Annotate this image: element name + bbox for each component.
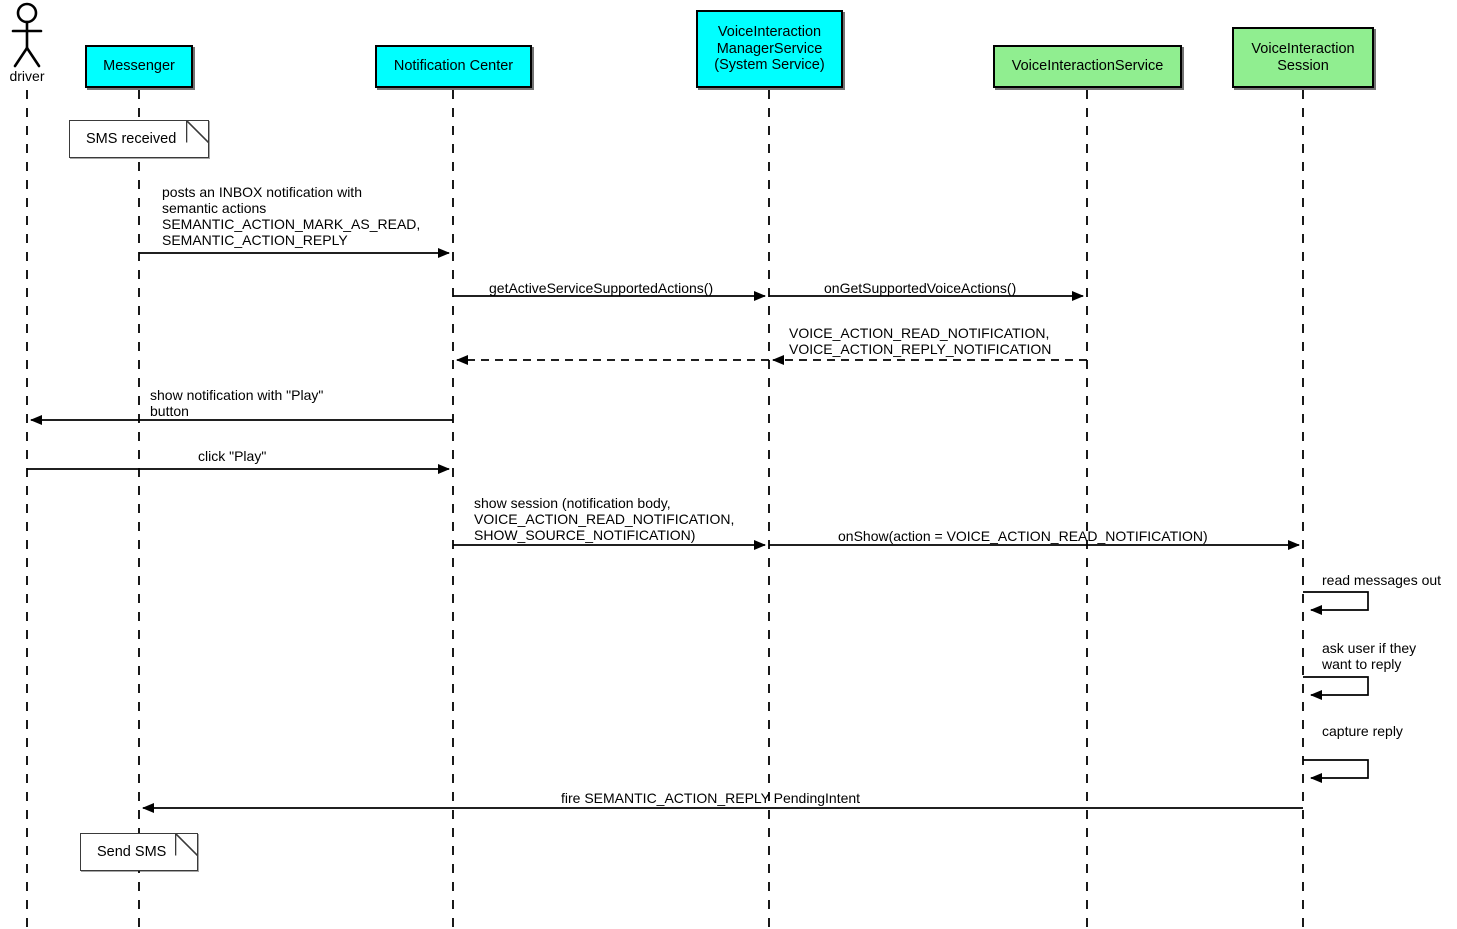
message-label-m6: show notification with "Play" button [150, 387, 324, 419]
self-message-arrow-s2 [1303, 676, 1369, 700]
message-label-m3: onGetSupportedVoiceActions() [824, 280, 1017, 296]
participant-voiceinteraction-manager-service[interactable]: VoiceInteraction ManagerService (System … [696, 10, 843, 88]
self-message-label-s1: read messages out [1322, 572, 1442, 588]
participant-voiceinteraction-service[interactable]: VoiceInteractionService [993, 45, 1182, 88]
message-label-m9: onShow(action = VOICE_ACTION_READ_NOTIFI… [838, 528, 1208, 544]
note-sms-received: SMS received [69, 120, 209, 158]
message-label-m4: VOICE_ACTION_READ_NOTIFICATION, VOICE_AC… [789, 325, 1052, 357]
note-send-sms: Send SMS [80, 833, 198, 871]
lifelines [26, 90, 1304, 929]
message-label-m2: getActiveServiceSupportedActions() [489, 280, 714, 296]
self-message-arrow-s3 [1303, 759, 1369, 783]
note-fold-outline-icon [186, 120, 209, 143]
participant-voiceinteraction-session[interactable]: VoiceInteraction Session [1232, 27, 1374, 88]
self-message-arrow-s1 [1303, 591, 1369, 615]
participant-notification-center[interactable]: Notification Center [375, 45, 532, 88]
message-label-m7: click "Play" [198, 448, 267, 464]
actor-driver-label: driver [9, 68, 45, 84]
self-message-label-s3: capture reply [1322, 723, 1403, 739]
message-label-m1: posts an INBOX notification with semanti… [162, 184, 421, 248]
note-fold-outline-icon [175, 833, 198, 856]
message-label-m13: fire SEMANTIC_ACTION_REPLY PendingIntent [561, 790, 861, 806]
participant-messenger[interactable]: Messenger [85, 45, 193, 88]
message-label-m8: show session (notification body, VOICE_A… [474, 495, 735, 543]
note-send-sms-text: Send SMS [97, 844, 167, 860]
self-message-arrows [1303, 591, 1369, 783]
note-sms-received-text: SMS received [86, 131, 177, 147]
message-arrows [27, 248, 1303, 813]
actor-driver-figure [11, 2, 43, 68]
self-message-label-s2: ask user if they want to reply [1322, 640, 1417, 672]
